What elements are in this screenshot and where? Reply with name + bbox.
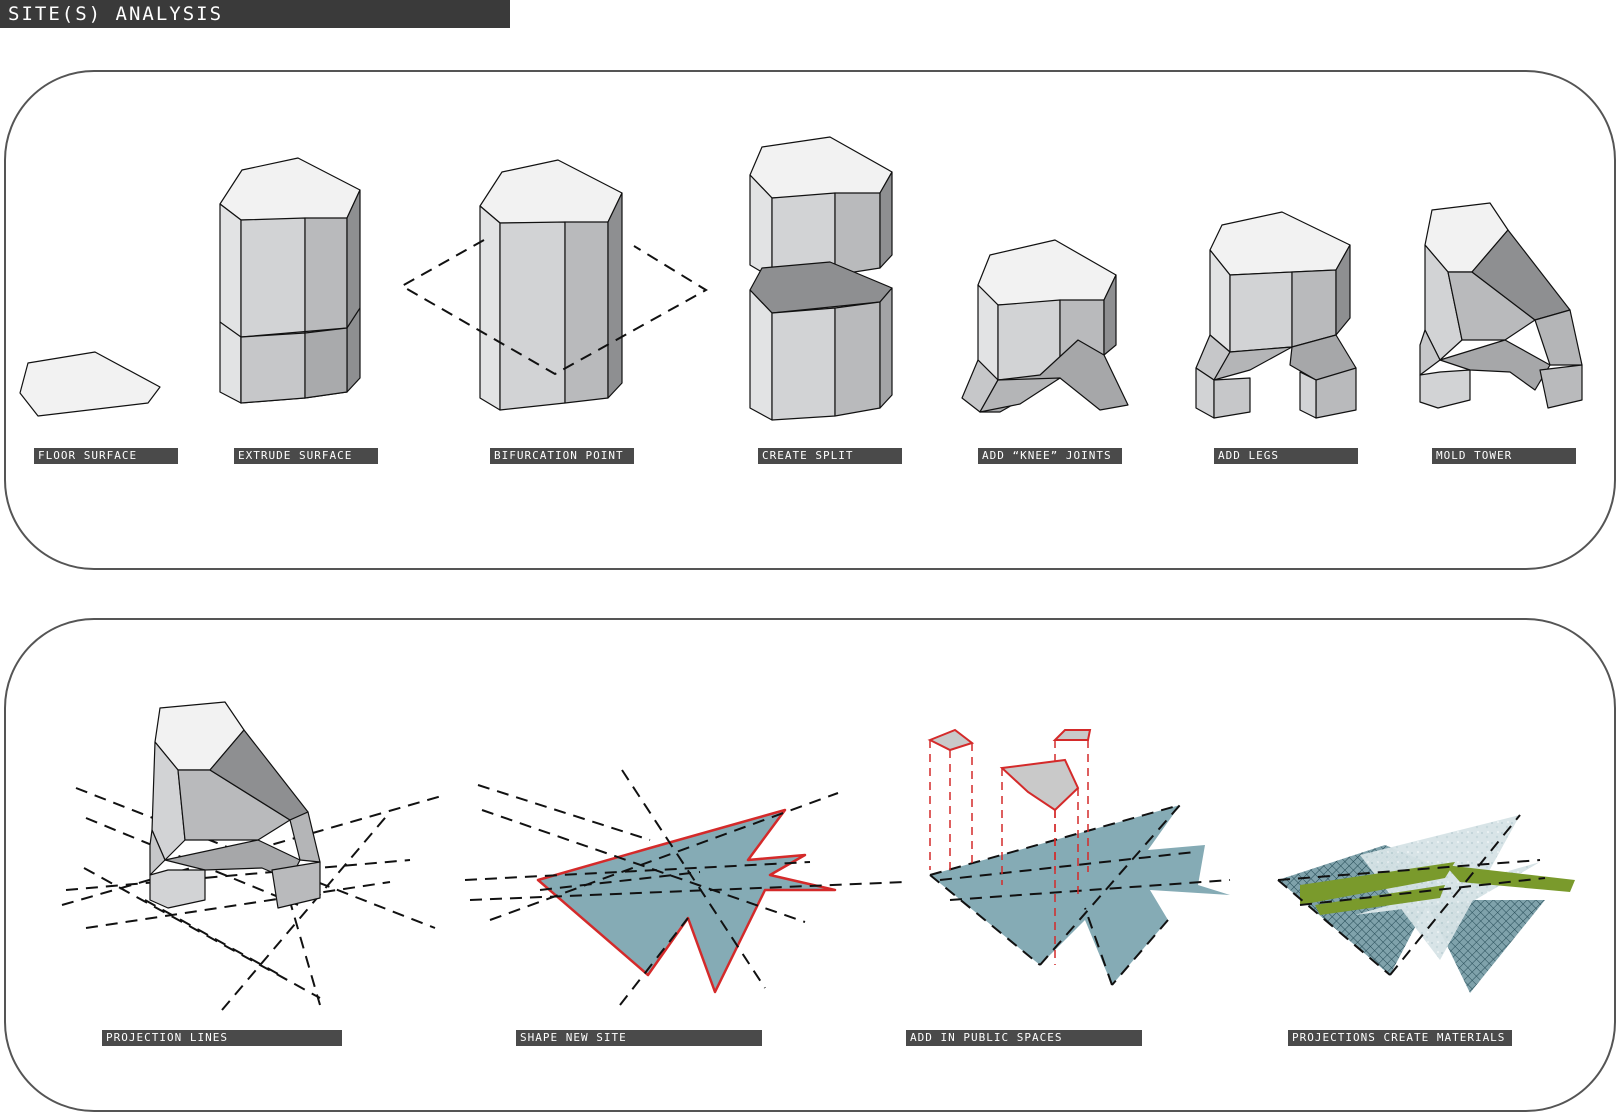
- step-label-projections-materials: PROJECTIONS CREATE MATERIALS: [1288, 1030, 1512, 1046]
- knee-joints-figure: [961, 239, 1129, 413]
- materials-figure: [1277, 814, 1575, 993]
- step-label-bifurcation-point: BIFURCATION POINT: [490, 448, 634, 464]
- add-legs-figure: [1195, 211, 1357, 419]
- projection-lines-figure: [61, 701, 446, 1011]
- step-label-extrude-surface: EXTRUDE SURFACE: [234, 448, 378, 464]
- step-label-knee-joints: ADD “KNEE” JOINTS: [978, 448, 1122, 464]
- shape-new-site-figure: [464, 769, 906, 1006]
- step-label-mold-tower: MOLD TOWER: [1432, 448, 1576, 464]
- header-bar: SITE(S) ANALYSIS: [0, 0, 510, 28]
- extrude-surface-figure: [219, 157, 361, 404]
- floor-surface-figure: [19, 351, 161, 417]
- step-label-floor-surface: FLOOR SURFACE: [34, 448, 178, 464]
- step-label-add-legs: ADD LEGS: [1214, 448, 1358, 464]
- public-spaces-figure: [927, 728, 1231, 986]
- step-label-public-spaces: ADD IN PUBLIC SPACES: [906, 1030, 1142, 1046]
- bifurcation-figure: [399, 159, 708, 411]
- page-title: SITE(S) ANALYSIS: [8, 3, 224, 25]
- step-label-create-split: CREATE SPLIT: [758, 448, 902, 464]
- create-split-figure: [749, 136, 893, 421]
- step-label-shape-new-site: SHAPE NEW SITE: [516, 1030, 762, 1046]
- step-label-projection-lines: PROJECTION LINES: [102, 1030, 342, 1046]
- mold-tower-figure: [1419, 202, 1583, 409]
